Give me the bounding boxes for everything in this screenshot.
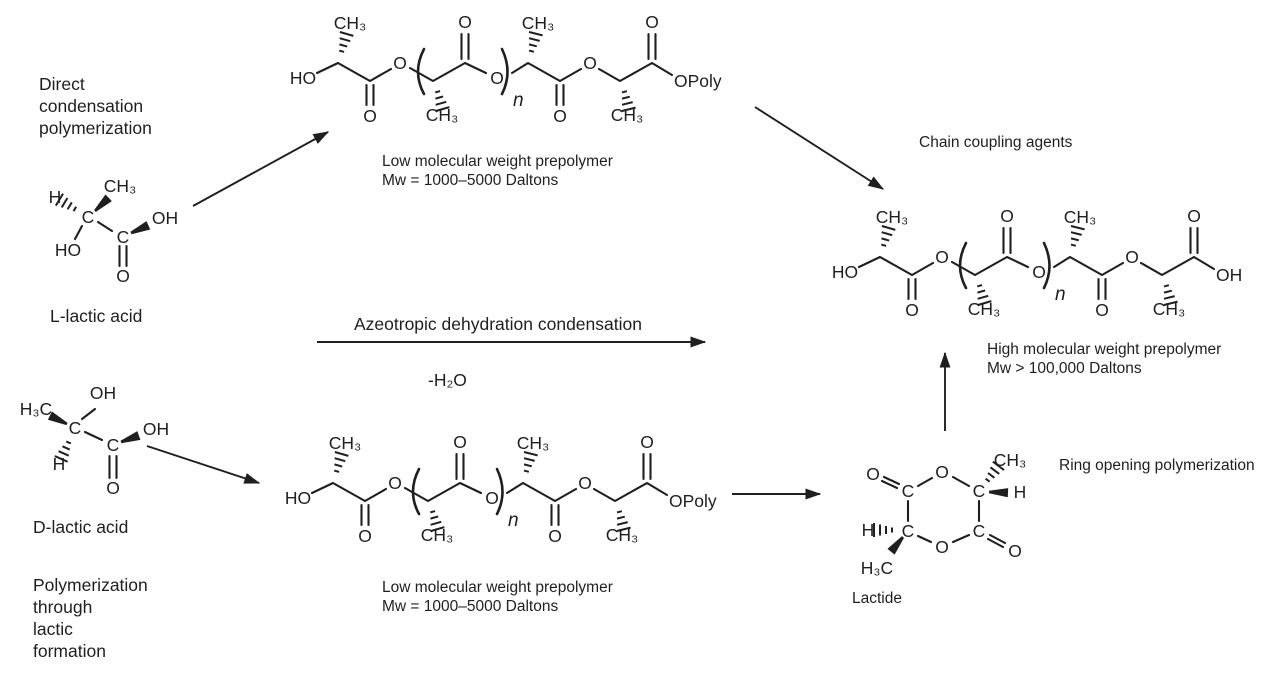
atom-c: C [973,521,986,541]
atom-ho: HO [55,240,81,260]
atom-c: C [69,418,82,438]
route-label-line: condensation [39,96,143,116]
label-azeotropic: Azeotropic dehydration condensation [354,314,642,334]
bonds [80,407,104,442]
label-chain-coupling-agents: Chain coupling agents [919,134,1073,151]
prepolymer-chain-instance [285,432,667,546]
atom-c: C [82,207,95,227]
label-l-lactic-acid: L-lactic acid [50,306,142,326]
prepolymer-chain-instance [832,206,1214,320]
atom-ring-o: O [935,462,949,482]
caption-line: Mw = 1000–5000 Daltons [382,598,558,615]
atom-h: H [49,187,62,207]
route-label-line: polymerization [39,118,152,138]
caption-high-mw: High molecular weight prepolymer Mw > 10… [987,341,1221,377]
atom-c: C [117,227,130,247]
bottom-prepolymer-structure: OPoly [285,432,717,546]
stereo-wedge-bond [988,487,1009,498]
atom-o: O [866,464,880,484]
atom-h: H [1014,482,1027,502]
route-label-line: through [33,597,92,617]
reaction-arrows [146,106,951,500]
route-label-line: Polymerization [33,575,148,595]
stereo-wedge-bond [119,431,141,447]
atom-o: O [1008,541,1022,561]
caption-line: Mw = 1000–5000 Daltons [382,172,558,189]
route-label-line: Direct [39,74,85,94]
atom-ch3: CH₃ [104,176,136,196]
caption-low-mw-top: Low molecular weight prepolymer Mw = 100… [382,153,613,189]
stereo-hash-bond [873,522,893,538]
atom-ch3: CH₃ [994,450,1026,470]
stereo-wedge-bond [91,194,112,215]
d-lactic-acid-structure: H₃C OH C H C OH O [20,383,169,498]
terminal-opoly: OPoly [674,71,722,91]
route-label-line: lactic [33,619,73,639]
l-lactic-acid-structure: H CH₃ C C HO OH O [49,176,178,286]
top-prepolymer-structure: OPoly [290,12,722,126]
arrow-d-lactic-to-prepolymer [146,445,261,484]
atom-ring-o: O [935,537,949,557]
carbonyl-double-bond [108,454,118,480]
prepolymer-chain-instance [290,12,672,126]
atom-c: C [902,521,915,541]
bonds [73,220,114,241]
atom-o: O [106,478,120,498]
label-ring-opening-polymerization: Ring opening polymerization [1059,457,1255,474]
atom-c: C [107,435,120,455]
carbonyl-double-bonds [880,475,1007,549]
caption-line: Mw > 100,000 Daltons [987,360,1142,377]
caption-line: High molecular weight prepolymer [987,341,1221,358]
atom-o: O [116,266,130,286]
atom-h: H [862,520,875,540]
route-label-line: formation [33,641,106,661]
terminal-oh: OH [1216,265,1242,285]
stereo-wedge-bond [47,411,70,429]
atom-oh: OH [152,208,178,228]
label-minus-h2o: -H₂O [428,370,467,390]
caption-line: Low molecular weight prepolymer [382,153,613,170]
terminal-opoly: OPoly [669,491,717,511]
atom-oh: OH [90,383,116,403]
carbonyl-double-bond [118,244,128,268]
route-label-polymerization-through: Polymerization through lactic formation [33,575,148,661]
label-d-lactic-acid: D-lactic acid [33,517,128,537]
arrow-l-lactic-to-prepolymer [192,131,330,207]
caption-low-mw-bottom: Low molecular weight prepolymer Mw = 100… [382,579,613,615]
atom-h: H [53,454,66,474]
ring-bonds [906,475,981,544]
atom-c: C [902,481,915,501]
route-label-direct-condensation: Direct condensation polymerization [39,74,152,138]
atom-c: C [973,481,986,501]
atom-oh: OH [143,419,169,439]
atom-h3c: H₃C [861,558,893,578]
stereo-wedge-bond [129,221,151,238]
high-mw-polymer-structure: OH [832,206,1242,320]
label-lactide: Lactide [852,590,902,607]
arrow-chain-coupling [754,106,885,190]
atom-h3c: H₃C [20,399,52,419]
caption-line: Low molecular weight prepolymer [382,579,613,596]
lactide-structure: O C O C CH₃ H C O O C H H₃C [861,450,1027,578]
